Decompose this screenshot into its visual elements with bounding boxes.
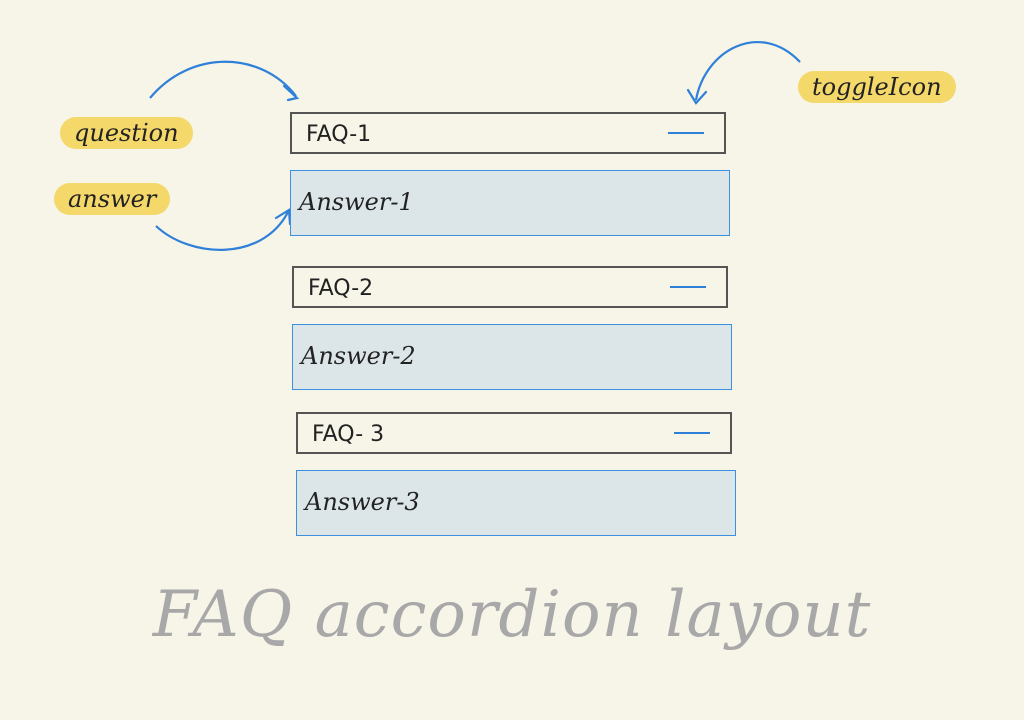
faq-question-1[interactable]: FAQ-1 <box>290 112 726 154</box>
faq-question-3[interactable]: FAQ- 3 <box>296 412 732 454</box>
faq-question-2[interactable]: FAQ-2 <box>292 266 728 308</box>
toggle-arrow <box>694 41 801 101</box>
faq-answer-label: Answer-2 <box>301 342 416 370</box>
toggle-arrow-head <box>686 88 708 105</box>
toggle-icon-annotation: toggleIcon <box>798 71 956 103</box>
minus-icon[interactable] <box>668 132 704 134</box>
faq-answer-label: Answer-1 <box>299 188 414 216</box>
faq-answer-2: Answer-2 <box>292 324 732 390</box>
minus-icon[interactable] <box>670 286 706 288</box>
question-arrow <box>149 60 297 99</box>
diagram-caption: FAQ accordion layout <box>152 578 872 652</box>
faq-question-label: FAQ-1 <box>306 122 372 147</box>
faq-question-label: FAQ- 3 <box>312 422 385 447</box>
question-annotation: question <box>60 117 193 149</box>
answer-annotation: answer <box>54 183 171 215</box>
faq-answer-1: Answer-1 <box>290 170 730 236</box>
answer-arrow-head <box>274 208 292 226</box>
minus-icon[interactable] <box>674 432 710 434</box>
answer-arrow <box>155 211 289 251</box>
faq-answer-3: Answer-3 <box>296 470 736 536</box>
question-arrow-head <box>282 84 300 102</box>
faq-answer-label: Answer-3 <box>305 488 420 516</box>
faq-question-label: FAQ-2 <box>308 276 374 301</box>
